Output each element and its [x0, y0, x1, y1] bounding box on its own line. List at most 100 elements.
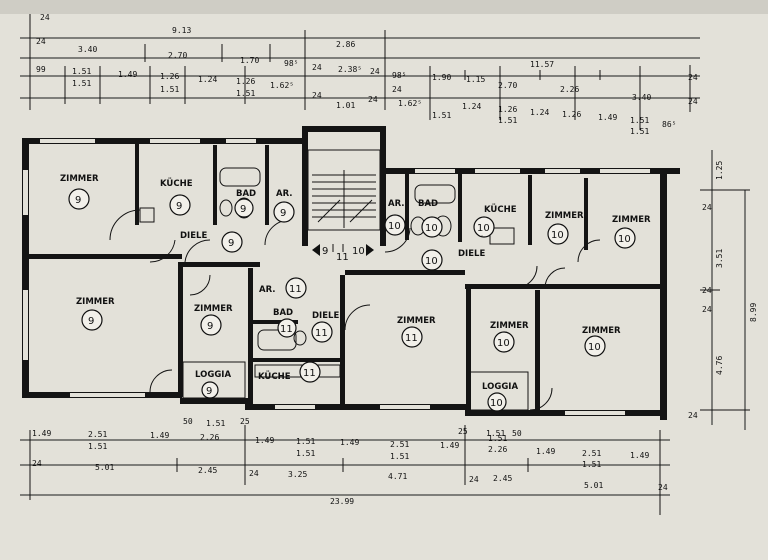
dim-top-3b-6: 1.51	[630, 127, 649, 136]
dim-right-6: 24	[702, 305, 712, 314]
dim-bot-2-8: 5.01	[584, 481, 603, 490]
dim-top-2b: 2.70	[168, 51, 187, 60]
dim-top-3-4: 1.24	[198, 75, 217, 84]
dim-top-3-2: 1.49	[118, 70, 137, 79]
dim-bot-2-4: 3.25	[288, 470, 307, 479]
dim-bot-s-0: 50	[183, 417, 193, 426]
right-dimension-lines	[700, 150, 750, 430]
room-num-ar-9: 9	[280, 208, 286, 219]
room-label-zimmer-10-s: ZIMMER	[490, 321, 529, 331]
dim-bot-2-0: 24	[32, 459, 42, 468]
windows	[23, 139, 650, 415]
room-num-ar-10: 10	[388, 221, 401, 232]
dim-top-2f: 98⁵	[392, 71, 406, 80]
room-label-ar-9: AR.	[276, 189, 293, 199]
room-label-ar-10: AR.	[388, 199, 405, 209]
room-num-zimmer-10-s: 10	[497, 338, 510, 349]
dim-top-3-5: 1.26	[236, 77, 255, 86]
dim-top-1c: 11.57	[530, 60, 554, 69]
dim-bot-s-2: 25	[240, 417, 250, 426]
room-label-kueche-10: KÜCHE	[484, 204, 517, 215]
dim-bot-1b-3: 1.51	[488, 434, 507, 443]
dim-top-1b: 2.86	[336, 40, 355, 49]
dim-top-3-1: 1.51	[72, 67, 91, 76]
dim-top-end-5: 24	[688, 73, 698, 82]
landing-left-num: 9	[322, 246, 328, 257]
dim-top-2g: 1.90	[432, 73, 451, 82]
room-num-kueche-11: 11	[303, 368, 316, 379]
dim-bot-s-4: 1.51	[486, 429, 505, 438]
landing-arrows: 9 11 10	[312, 244, 374, 263]
room-num-kueche-10: 10	[477, 223, 490, 234]
dim-right-3: 4.76	[715, 356, 724, 375]
room-label-zimmer-9-sw: ZIMMER	[76, 297, 115, 307]
room-num-loggia-10: 10	[490, 398, 503, 409]
dim-top-3-14: 1.49	[598, 113, 617, 122]
dim-bot-2-9: 24	[658, 483, 668, 492]
dim-top-2a: 3.40	[78, 45, 97, 54]
dim-top-end-1: 24	[36, 37, 46, 46]
dim-bot-1b-0: 1.51	[88, 442, 107, 451]
room-label-bad-11: BAD	[273, 308, 293, 318]
dim-right-2: 8.99	[749, 303, 758, 322]
room-num-bad-9: 9	[240, 204, 246, 215]
bottom-dimension-lines	[20, 425, 670, 515]
dim-top-2k: 3.40	[632, 93, 651, 102]
dim-top-2h: 1.15	[466, 75, 485, 84]
dim-bot-1-9: 2.26	[488, 445, 507, 454]
dim-bot-1b-2: 1.51	[390, 452, 409, 461]
room-labels: ZIMMER 9 KÜCHE 9 BAD 9 AR. 9 DIELE 9 ZIM…	[60, 174, 651, 412]
room-num-kueche-9: 9	[176, 201, 182, 212]
room-num-diele-10: 10	[425, 256, 438, 267]
room-label-diele-9: DIELE	[180, 231, 207, 241]
dim-top-end-6: 24	[688, 97, 698, 106]
staircase	[307, 149, 381, 231]
room-label-bad-9: BAD	[236, 189, 256, 199]
dim-bot-1-3: 2.26	[200, 433, 219, 442]
arrow-left-icon	[312, 244, 320, 256]
dim-top-1a: 9.13	[172, 26, 191, 35]
dim-top-end-0: 24	[40, 13, 50, 22]
dim-top-3-0: 99	[36, 65, 46, 74]
dim-top-3-15: 1.51	[630, 116, 649, 125]
dim-bot-2-6: 24	[469, 475, 479, 484]
dim-top-2i: 2.70	[498, 81, 517, 90]
room-label-zimmer-9-s: ZIMMER	[194, 304, 233, 314]
room-label-loggia-9: LOGGIA	[195, 370, 231, 380]
dim-bot-2-3: 24	[249, 469, 259, 478]
room-num-zimmer-10-se: 10	[588, 342, 601, 353]
dim-top-3-7: 24	[312, 91, 322, 100]
dim-right-0: 1.25	[715, 161, 724, 180]
dim-top-3b-4: 1.51	[432, 111, 451, 120]
room-num-diele-9: 9	[228, 238, 234, 249]
landing-right-num: 10	[352, 246, 365, 257]
dim-top-3b-2: 1.51	[236, 89, 255, 98]
top-dimension-lines	[20, 14, 700, 130]
dim-bot-1-5: 1.51	[296, 437, 315, 446]
dim-bot-1-7: 2.51	[390, 440, 409, 449]
dim-top-2j: 2.26	[560, 85, 579, 94]
dim-bot-s-1: 1.51	[206, 419, 225, 428]
dim-bot-1-1: 2.51	[88, 430, 107, 439]
dim-bot-2-5: 4.71	[388, 472, 407, 481]
dim-top-2d: 98⁵	[284, 59, 298, 68]
dim-top-2c: 1.70	[240, 56, 259, 65]
dim-right-4: 24	[702, 203, 712, 212]
room-num-zimmer-9-nw: 9	[75, 195, 81, 206]
dim-bot-1-11: 2.51	[582, 449, 601, 458]
door-swings	[109, 209, 601, 411]
dim-right-7: 24	[688, 411, 698, 420]
dim-bot-1-2: 1.49	[150, 431, 169, 440]
dim-bot-2-1: 5.01	[95, 463, 114, 472]
room-num-ar-11: 11	[289, 284, 302, 295]
dim-bot-1-10: 1.49	[536, 447, 555, 456]
dim-bot-1b-1: 1.51	[296, 449, 315, 458]
room-num-zimmer-10-e: 10	[618, 234, 631, 245]
room-num-zimmer-9-sw: 9	[88, 316, 94, 327]
room-label-bad-10: BAD	[418, 199, 438, 209]
dim-bot-2-7: 2.45	[493, 474, 512, 483]
dim-top-end-3: 24	[370, 67, 380, 76]
dim-top-3-9: 1.62⁵	[398, 99, 422, 108]
dim-top-3-12: 1.24	[530, 108, 549, 117]
